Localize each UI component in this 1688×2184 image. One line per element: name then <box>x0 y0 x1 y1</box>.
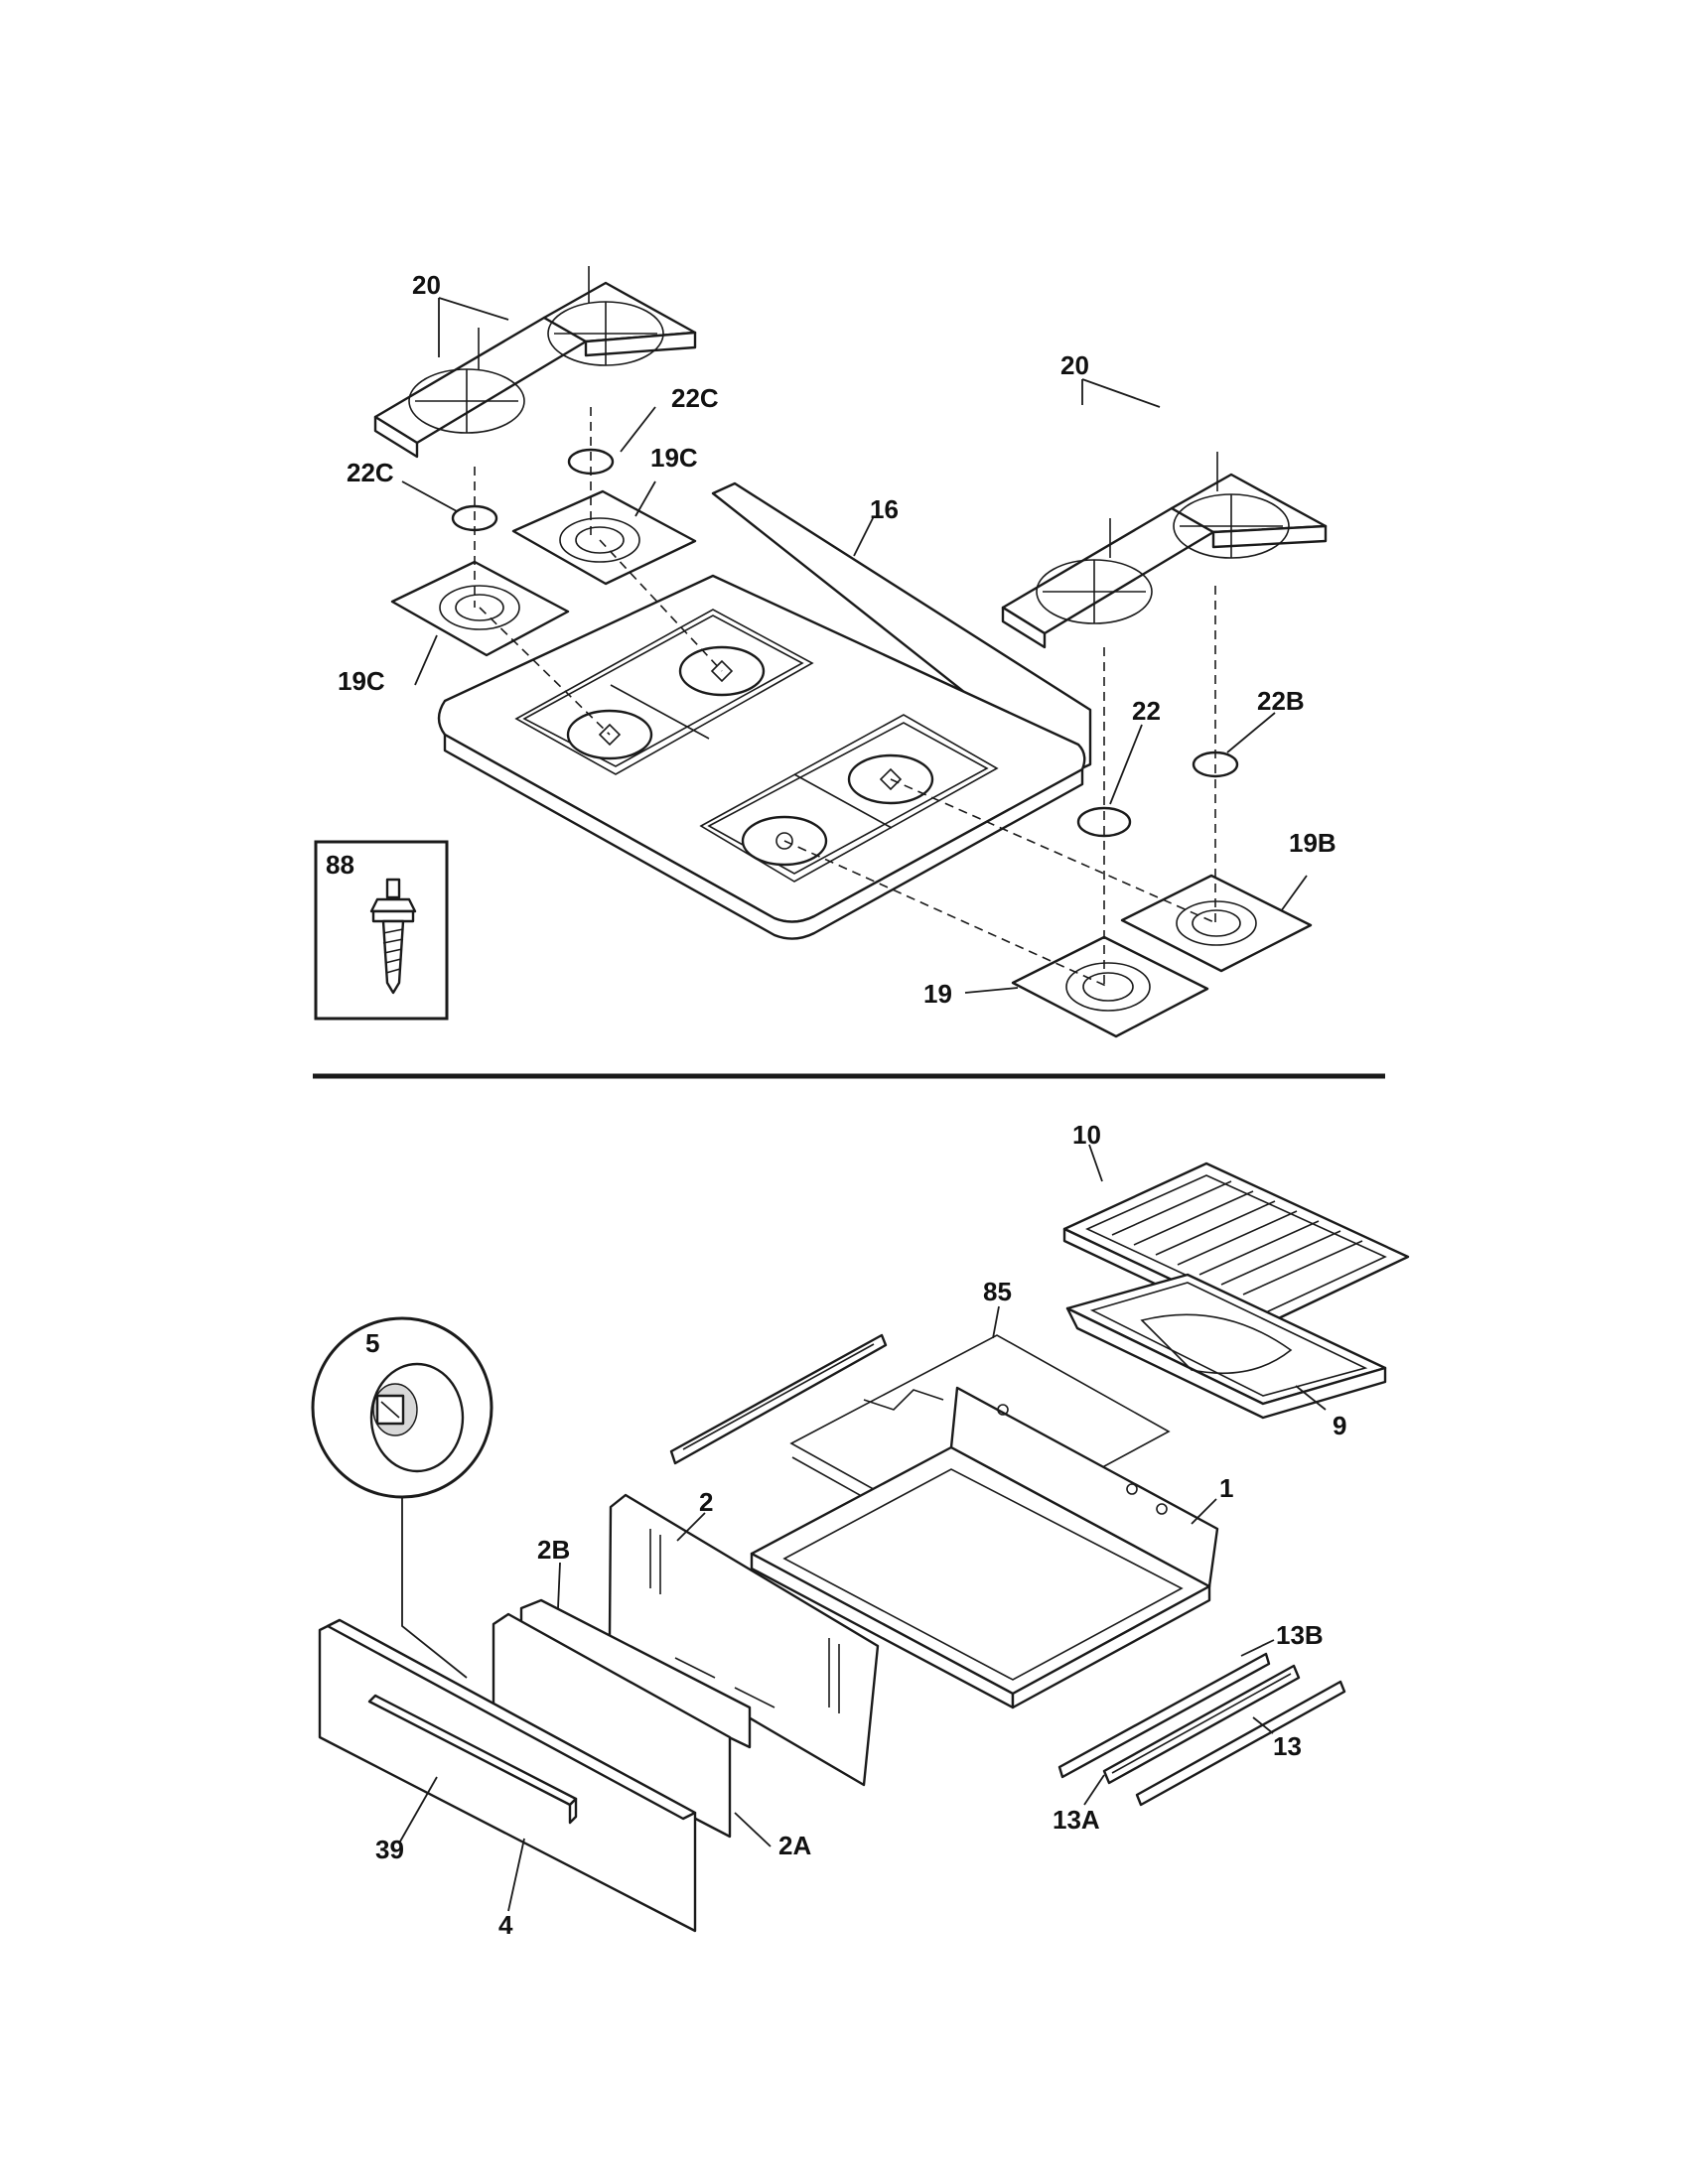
callout-9: 9 <box>1333 1411 1346 1440</box>
drawer-panel-part-2 <box>608 1493 880 1787</box>
drawer-body-part-1 <box>750 1386 1219 1709</box>
callout-22: 22 <box>1132 696 1161 726</box>
callout-19b: 19B <box>1289 828 1336 858</box>
callout-39: 39 <box>375 1835 404 1864</box>
drawer-rail-upper <box>669 1333 888 1465</box>
callout-labels: 20 22C 22C 19C 16 19C 20 22 22B 19B 19 8… <box>326 270 1346 1940</box>
callout-13: 13 <box>1273 1731 1302 1761</box>
drawer-front-part-4 <box>318 1618 697 1933</box>
callout-20-left: 20 <box>412 270 441 300</box>
callout-19c-front: 19C <box>338 666 385 696</box>
callout-13a: 13A <box>1053 1805 1100 1835</box>
callout-20-right: 20 <box>1060 350 1089 380</box>
alignment-lines-upper <box>474 407 1217 988</box>
drip-bowl-19 <box>1011 935 1209 1038</box>
callout-13b: 13B <box>1276 1620 1324 1650</box>
inset-circle-5 <box>311 1316 493 1499</box>
callout-22b: 22B <box>1257 686 1305 716</box>
grate-right-part-20 <box>1001 452 1328 649</box>
callout-5: 5 <box>365 1328 379 1358</box>
drip-bowl-19c-rear <box>511 489 697 586</box>
cooktop-part-16 <box>437 481 1092 940</box>
callout-19: 19 <box>923 979 952 1009</box>
callout-2a: 2A <box>778 1831 811 1860</box>
callout-22c-rear: 22C <box>671 383 719 413</box>
callout-4: 4 <box>498 1910 513 1940</box>
callout-19c-rear: 19C <box>650 443 698 473</box>
callout-10: 10 <box>1072 1120 1101 1150</box>
slide-rail-part-13b <box>1057 1652 1271 1779</box>
inset-5-connector <box>401 1497 468 1679</box>
slide-rail-part-13 <box>1135 1680 1346 1807</box>
grate-left-part-20 <box>373 266 697 459</box>
inset-box-88 <box>314 840 449 1021</box>
callout-88: 88 <box>326 850 354 880</box>
screw-part-88 <box>369 878 417 995</box>
burner-cap-22 <box>1076 806 1132 838</box>
slide-rail-part-13a <box>1102 1664 1301 1785</box>
callout-1: 1 <box>1219 1473 1233 1503</box>
drip-bowl-19b <box>1120 874 1313 973</box>
callout-2: 2 <box>699 1487 713 1517</box>
leader-lines <box>399 297 1327 1912</box>
callout-2b: 2B <box>537 1535 570 1565</box>
callout-16: 16 <box>870 494 899 524</box>
callout-85: 85 <box>983 1277 1012 1306</box>
handle-part-39 <box>367 1694 578 1825</box>
broiler-pan-part-9 <box>1065 1273 1387 1420</box>
callout-22c-front: 22C <box>347 458 394 487</box>
drawer-liner-part-2a <box>492 1612 732 1839</box>
